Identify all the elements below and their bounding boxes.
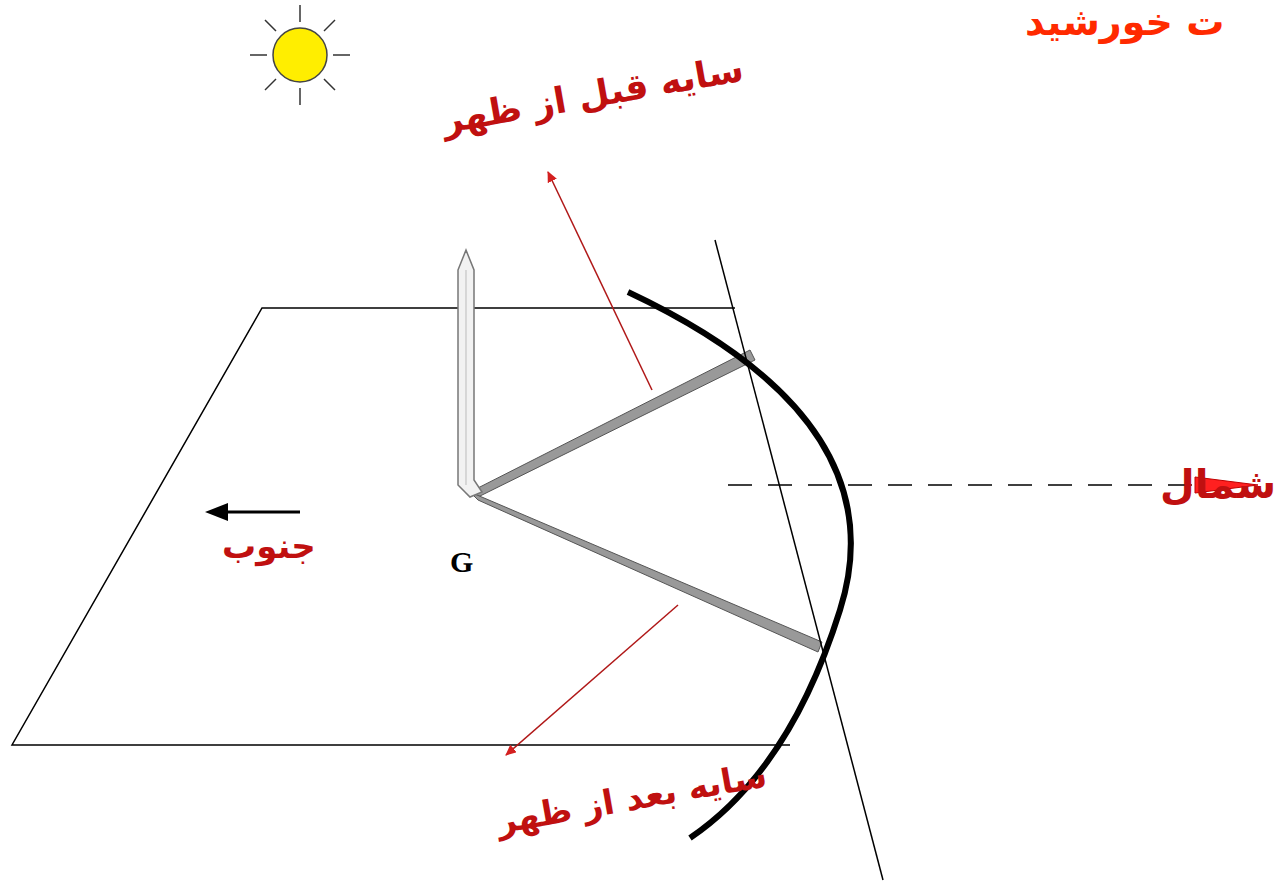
gnomon-rod: [458, 250, 482, 497]
afternoon-shadow: [470, 492, 822, 652]
shadow-label: سایه قبل از ظهر: [439, 49, 747, 141]
ground-plane: [12, 308, 790, 745]
leader-line: [506, 605, 678, 755]
direction-label: شمال: [1160, 462, 1276, 506]
point-label: G: [450, 545, 473, 578]
south-arrow: [222, 511, 300, 514]
sun-symbol: [250, 5, 350, 105]
south-arrowhead: [205, 503, 228, 521]
shadow-circle-arc: [628, 292, 851, 838]
north-line: [728, 484, 1195, 486]
morning-shadow: [470, 350, 755, 497]
direction-label: جنوب: [222, 528, 316, 565]
shadow-label: سایه بعد از ظهر: [494, 757, 770, 841]
title-fragment: ت خورشید: [1025, 2, 1224, 44]
leader-line: [548, 172, 652, 390]
